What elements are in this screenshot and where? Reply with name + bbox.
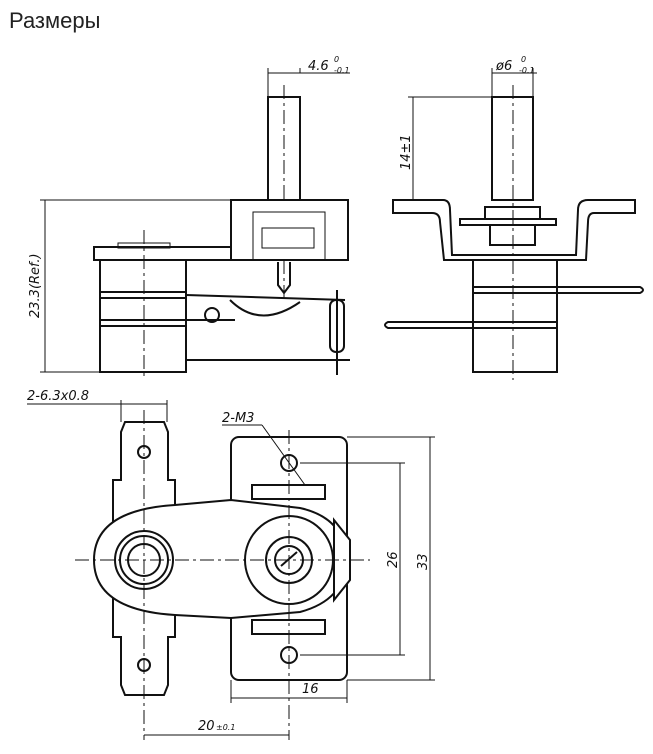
body-height-label: 33 (416, 553, 431, 570)
shaft-width-tol-upper: 0 (334, 55, 339, 64)
center-distance-tol: ±0.1 (216, 723, 235, 732)
total-height-label: 23.3(Ref.) (28, 253, 43, 318)
center-distance-label: 20 (198, 719, 215, 734)
hole-spacing-label: 26 (386, 551, 401, 568)
mount-holes-label: 2-M3 (222, 411, 254, 426)
body-width-label: 16 (302, 682, 319, 697)
front-view: 4.6 0 -0.1 23.3(Ref.) (28, 55, 350, 380)
side-view: 14±1 ø6 0 -0.1 (384, 55, 644, 380)
shaft-width-label: 4.6 (308, 59, 329, 74)
page-title: Размеры (9, 8, 101, 33)
bottom-view: 2-6.3x0.8 2-M3 33 26 16 20 ±0.1 (27, 389, 435, 740)
terminal-size-label: 2-6.3x0.8 (27, 389, 89, 404)
shaft-diameter-label: ø6 (495, 59, 512, 74)
shaft-diameter-tol-upper: 0 (521, 55, 526, 64)
shaft-width-tol-lower: -0.1 (334, 66, 350, 75)
shaft-diameter-tol-lower: -0.1 (519, 66, 535, 75)
shaft-height-label: 14±1 (399, 134, 414, 170)
